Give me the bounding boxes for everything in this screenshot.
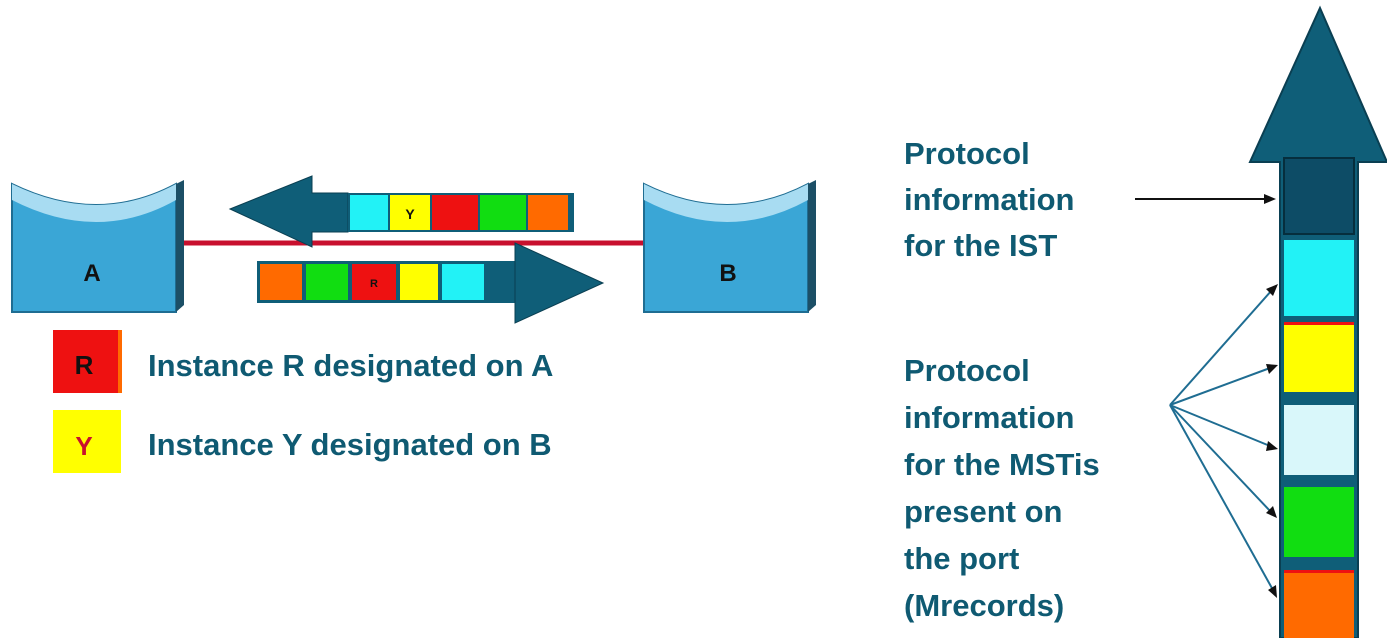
packet-bottom-marker: R — [370, 278, 378, 290]
record-cyan-b — [442, 264, 484, 300]
bpdu-stack — [1248, 5, 1387, 638]
msti-line-2: information — [904, 400, 1075, 435]
ist-line-3: for the IST — [904, 228, 1057, 263]
msti-record-green — [1284, 487, 1354, 557]
msti-line-4: present on — [904, 494, 1062, 529]
record-yellow — [390, 195, 430, 230]
msti-record-orange — [1284, 570, 1354, 638]
msti-line-1: Protocol — [904, 353, 1030, 388]
ist-line-1: Protocol — [904, 136, 1030, 171]
legend: R Instance R designated on A Y Instance … — [53, 330, 553, 473]
msti-record-light — [1284, 405, 1354, 475]
packet-top-marker: Y — [405, 206, 415, 222]
record-red-b — [352, 264, 396, 300]
svg-text:Protocol information: Protocol information for the IST — [904, 136, 1083, 263]
msti-record-yellow — [1284, 322, 1354, 392]
svg-text:Protocol information: Protocol information for the MSTis prese… — [904, 353, 1108, 623]
legend-r-letter: R — [75, 350, 94, 380]
legend-r-text: Instance R designated on A — [148, 348, 553, 383]
msti-pointers — [1169, 284, 1278, 598]
bpdu-arrow-right: R — [257, 242, 605, 324]
msti-record-cyan — [1284, 240, 1354, 316]
msti-label: Protocol information for the MSTis prese… — [904, 284, 1278, 623]
switch-a-label: A — [83, 260, 100, 287]
record-red — [432, 195, 478, 230]
switch-b: B — [643, 180, 816, 313]
ist-record — [1283, 157, 1355, 235]
bpdu-arrow-left: Y — [228, 175, 574, 248]
legend-y-letter: Y — [75, 431, 92, 461]
record-yellow-b — [400, 264, 438, 300]
switch-a: A — [11, 180, 184, 313]
msti-line-5: the port — [904, 541, 1019, 576]
record-green-b — [306, 264, 348, 300]
record-cyan — [350, 195, 388, 230]
legend-r-swatch — [53, 330, 121, 393]
legend-y-swatch — [53, 410, 121, 473]
msti-line-6: (Mrecords) — [904, 588, 1064, 623]
record-green — [480, 195, 526, 230]
ist-label: Protocol information for the IST — [904, 136, 1276, 263]
ist-line-2: information — [904, 182, 1075, 217]
legend-y-text: Instance Y designated on B — [148, 427, 552, 462]
record-orange-b — [260, 264, 302, 300]
record-orange — [528, 195, 568, 230]
switch-b-label: B — [719, 260, 736, 287]
msti-line-3: for the MSTis — [904, 447, 1100, 482]
